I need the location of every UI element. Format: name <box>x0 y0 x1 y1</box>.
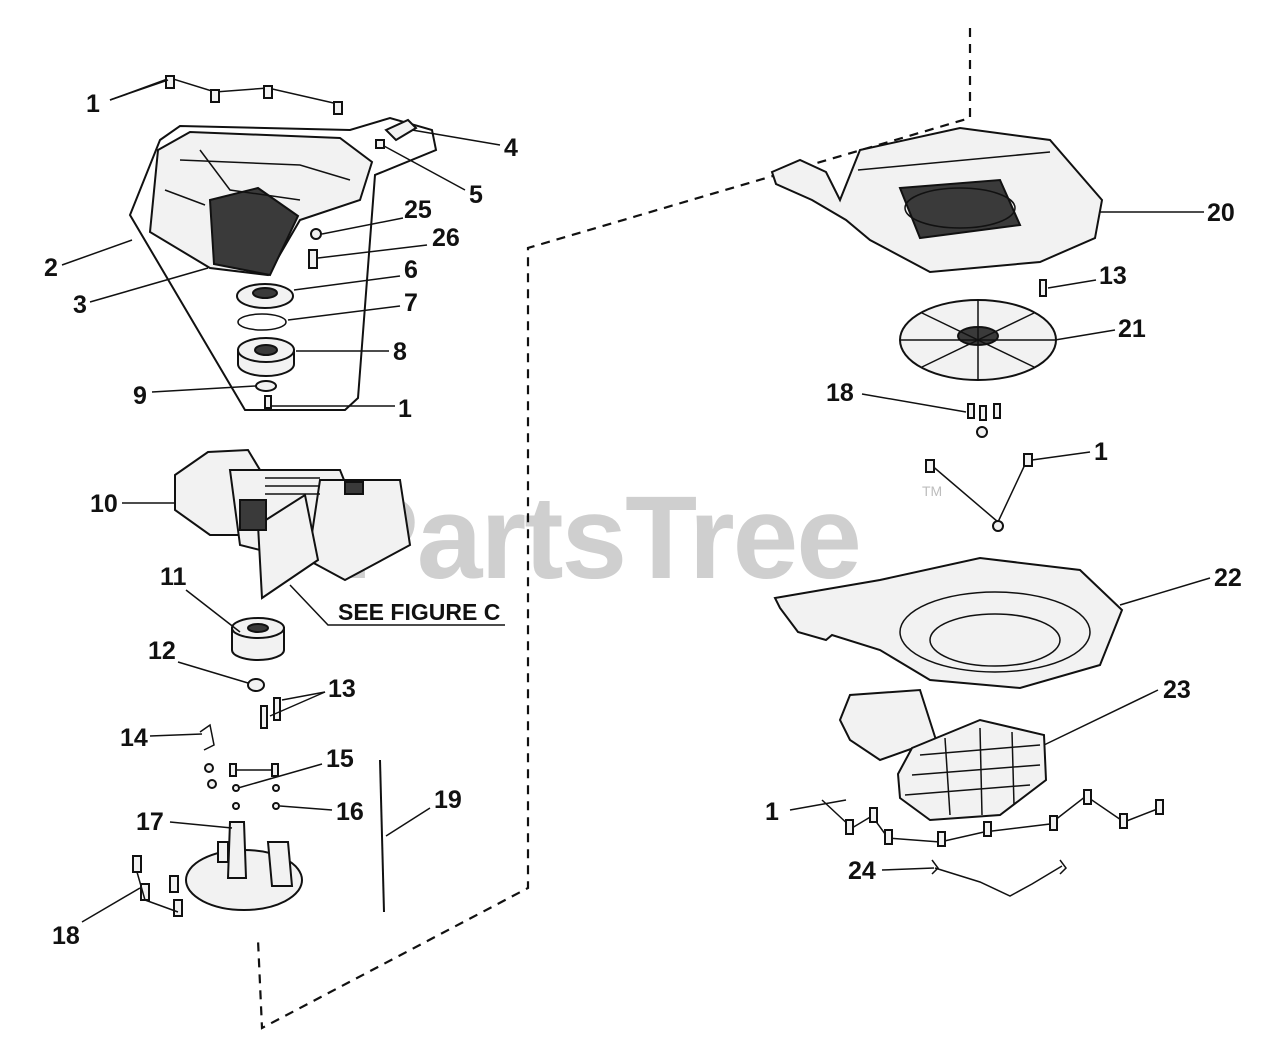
callout-1-bottom: 1 <box>765 798 779 826</box>
watermark-trademark: TM <box>922 483 942 499</box>
trigger-parts <box>375 118 418 149</box>
clip-group <box>931 859 1067 897</box>
lower-fan-housing <box>773 556 1124 690</box>
upper-fan-housing <box>770 126 1104 274</box>
callout-16: 16 <box>336 798 364 826</box>
screw-group-top <box>109 75 343 115</box>
screw-part <box>264 395 272 409</box>
pin-part <box>308 249 318 269</box>
recoil-part <box>237 337 295 377</box>
callout-19: 19 <box>434 786 462 814</box>
callout-18-right: 18 <box>826 379 854 407</box>
bolt-part-b <box>273 697 281 721</box>
watermark-text: PartsTree <box>340 472 860 604</box>
callout-5: 5 <box>469 181 483 209</box>
callout-25: 25 <box>404 196 432 224</box>
callout-14: 14 <box>120 724 148 752</box>
callout-4: 4 <box>504 134 518 162</box>
callout-15: 15 <box>326 745 354 773</box>
callout-13-left: 13 <box>328 675 356 703</box>
pulley-part <box>236 283 294 309</box>
callout-7: 7 <box>404 289 418 317</box>
clutch-part <box>231 617 285 661</box>
washer-part <box>255 380 277 392</box>
callout-24: 24 <box>848 857 876 885</box>
callout-9: 9 <box>133 382 147 410</box>
bolt-group-right <box>967 403 1001 438</box>
screw-group-mid-right <box>925 453 1033 532</box>
section-divider <box>256 28 972 1030</box>
callout-23: 23 <box>1163 676 1191 704</box>
callout-18-left: 18 <box>52 922 80 950</box>
callout-17: 17 <box>136 808 164 836</box>
throttle-rod <box>379 759 385 913</box>
spring-part <box>310 228 322 240</box>
callout-11: 11 <box>160 563 187 591</box>
callout-8: 8 <box>393 338 407 366</box>
throttle-base <box>184 821 304 911</box>
bracket-part <box>199 723 217 789</box>
intake-grille <box>838 688 1048 822</box>
callout-12: 12 <box>148 637 176 665</box>
screw-group-left <box>132 855 183 917</box>
callout-6: 6 <box>404 256 418 284</box>
screw-group-bottom <box>821 789 1164 847</box>
engine-assembly <box>174 448 412 600</box>
callout-10: 10 <box>90 490 118 518</box>
link-parts <box>229 763 280 810</box>
nut-part <box>247 678 265 692</box>
screw-part-right <box>1039 279 1047 297</box>
bolt-part-a <box>260 705 268 729</box>
callout-13-right: 13 <box>1099 262 1127 290</box>
leader-lines <box>61 79 1211 923</box>
callout-1-housing: 1 <box>398 395 412 423</box>
housing-outline <box>128 116 438 411</box>
callout-2: 2 <box>44 254 58 282</box>
callout-26: 26 <box>432 224 460 252</box>
spring-ring <box>237 313 287 331</box>
callout-1-fan: 1 <box>1094 438 1108 466</box>
callout-3: 3 <box>73 291 87 319</box>
callout-1-top: 1 <box>86 90 100 118</box>
callout-22: 22 <box>1214 564 1242 592</box>
fan-impeller <box>899 299 1057 381</box>
callout-21: 21 <box>1118 315 1146 343</box>
housing-shell <box>148 130 374 277</box>
callout-20: 20 <box>1207 199 1235 227</box>
figure-reference: SEE FIGURE C <box>338 599 500 625</box>
